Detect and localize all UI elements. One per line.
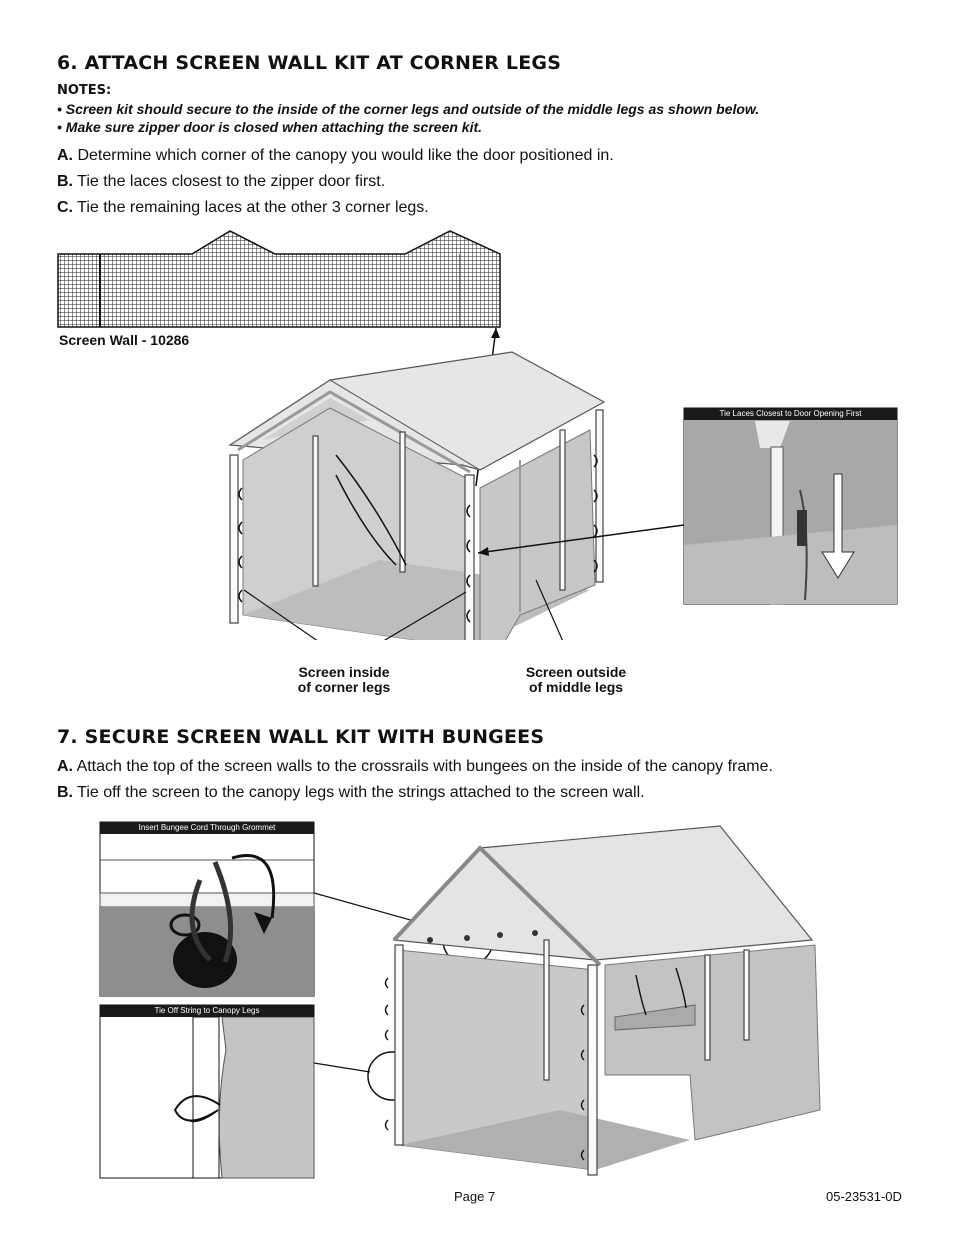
lace-inset (683, 407, 898, 605)
step-6b-letter: B. (57, 173, 73, 190)
step-7a-letter: A. (57, 758, 73, 775)
bungee-inset (99, 821, 315, 997)
screen-wall-label: Screen Wall - 10286 (59, 332, 190, 348)
step-6c: C. Tie the remaining laces at the other … (57, 199, 429, 217)
step-6b-text: Tie the laces closest to the zipper door… (77, 173, 386, 190)
step-6a-text: Determine which corner of the canopy you… (77, 147, 614, 164)
step-6c-letter: C. (57, 199, 73, 216)
notes-label: NOTES: (57, 83, 112, 98)
document-number: 05-23531-0D (826, 1189, 902, 1204)
caption-inside-line1: Screen inside (298, 664, 390, 680)
tie-off-inset-title: Tie Off String to Canopy Legs (100, 1005, 314, 1017)
caption-inside-line2: of corner legs (297, 679, 391, 695)
tie-off-inset (99, 1004, 315, 1179)
step-7a-text: Attach the top of the screen walls to th… (76, 758, 773, 775)
caption-outside-line2: of middle legs (528, 679, 624, 695)
note-1: • Screen kit should secure to the inside… (57, 101, 760, 117)
section-7-title: 7. SECURE SCREEN WALL KIT WITH BUNGEES (57, 726, 545, 748)
step-7b-text: Tie off the screen to the canopy legs wi… (77, 784, 645, 801)
step-6c-text: Tie the remaining laces at the other 3 c… (77, 199, 429, 216)
section-6-title: 6. ATTACH SCREEN WALL KIT AT CORNER LEGS (57, 52, 562, 74)
step-7a: A. Attach the top of the screen walls to… (57, 758, 773, 776)
step-6a-letter: A. (57, 147, 73, 164)
step-6b: B. Tie the laces closest to the zipper d… (57, 173, 385, 191)
canopy-2 (384, 825, 821, 1176)
caption-inside-corner-legs: Screen inside of corner legs (269, 665, 419, 695)
note-2: • Make sure zipper door is closed when a… (57, 119, 483, 135)
bungee-inset-title: Insert Bungee Cord Through Grommet (100, 822, 314, 834)
page-number: Page 7 (454, 1189, 496, 1204)
step-6a: A. Determine which corner of the canopy … (57, 147, 614, 165)
caption-outside-line1: Screen outside (525, 664, 627, 680)
lace-inset-title: Tie Laces Closest to Door Opening First (684, 408, 897, 420)
step-7b: B. Tie off the screen to the canopy legs… (57, 784, 645, 802)
canopy-illustration-1 (57, 230, 898, 640)
screen-wall-strip (57, 230, 501, 328)
canopy-illustration-2 (99, 821, 821, 1179)
caption-outside-middle-legs: Screen outside of middle legs (501, 665, 651, 695)
step-7b-letter: B. (57, 784, 73, 801)
